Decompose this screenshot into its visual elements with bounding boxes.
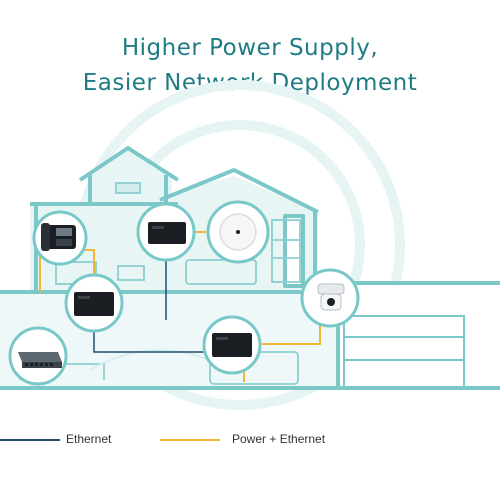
headline-line-1: Higher Power Supply, (121, 35, 379, 61)
poe-cable (262, 320, 321, 345)
poe-switch-left (64, 273, 124, 333)
legend-poe-label: Power + Ethernet (232, 432, 326, 446)
switch-icon (212, 333, 252, 357)
legend-poe-swatch (160, 439, 220, 441)
poe-switch-top (136, 202, 196, 262)
switch-icon (148, 222, 186, 244)
house-outline (0, 146, 500, 390)
poe-switch-right (202, 315, 262, 375)
ip-camera (300, 268, 360, 328)
switch-icon (18, 352, 62, 368)
legend-ethernet-label: Ethernet (66, 432, 112, 446)
access-point-icon (219, 213, 257, 251)
phone-icon (41, 223, 76, 251)
desktop-switch (8, 326, 68, 386)
ip-phone (32, 210, 88, 266)
furniture-upper (55, 182, 301, 285)
camera-icon (317, 283, 345, 311)
garage-door (343, 315, 465, 389)
switch-icon (74, 292, 114, 316)
legend-ethernet-swatch (0, 439, 60, 441)
access-point (206, 200, 270, 264)
